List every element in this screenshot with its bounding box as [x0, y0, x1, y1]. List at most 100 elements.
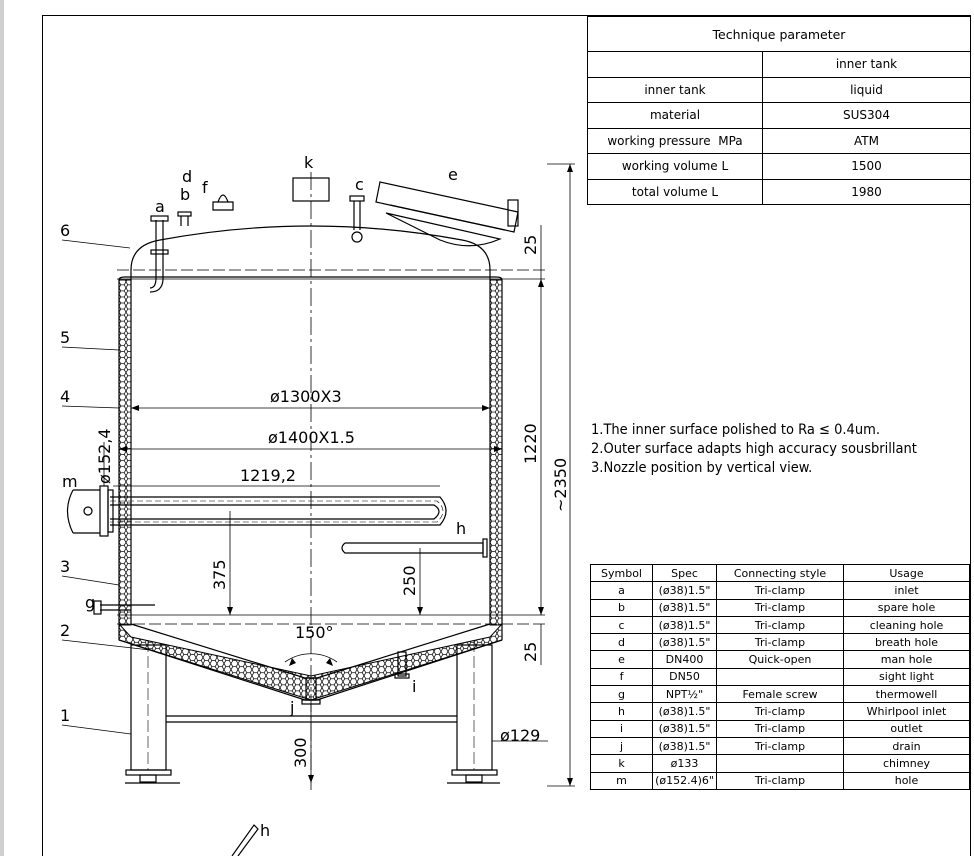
cell-spec: (ø38)1.5" — [652, 581, 717, 600]
dim-flange-diameter: ø152,4 — [95, 428, 114, 484]
technique-parameter-table: Technique parameter inner tank inner tan… — [587, 16, 971, 205]
param-label: inner tank — [587, 76, 763, 103]
dim-coil-length: 1219,2 — [240, 466, 296, 485]
cell-symbol: c — [590, 615, 653, 635]
part-label-3: 3 — [60, 557, 70, 576]
cell-spec: DN50 — [652, 667, 717, 687]
nozzle-label-b: b — [180, 185, 190, 204]
cell-connecting-style: Tri-clamp — [716, 736, 844, 756]
dim-shell-height: 1220 — [521, 423, 540, 464]
border-frame — [42, 15, 971, 856]
cell-usage: sight light — [843, 667, 970, 687]
nozzle-label-k: k — [304, 153, 314, 172]
cell-spec: ø133 — [652, 754, 717, 773]
dim-cone-angle: 150° — [295, 623, 334, 642]
cell-spec: NPT½" — [652, 685, 717, 704]
cell-usage: drain — [843, 736, 970, 756]
param-label: working volume L — [587, 153, 763, 180]
cell-connecting-style: Tri-clamp — [716, 633, 844, 652]
technical-notes: 1.The inner surface polished to Ra ≤ 0.4… — [591, 421, 917, 478]
cell-symbol: k — [590, 754, 653, 773]
cell-spec: (ø38)1.5" — [652, 702, 717, 721]
cell-usage: Whirlpool inlet — [843, 702, 970, 721]
param-value: 1500 — [762, 153, 971, 180]
note-line: 2.Outer surface adapts high accuracy sou… — [591, 441, 917, 457]
nozzle-label-j: j — [289, 698, 294, 717]
cell-connecting-style: Tri-clamp — [716, 719, 844, 738]
cell-symbol: e — [590, 650, 653, 669]
cell-spec: (ø38)1.5" — [652, 615, 717, 635]
cell-symbol: f — [590, 667, 653, 687]
cell-connecting-style — [716, 754, 844, 773]
param-column-header: inner tank — [762, 51, 971, 78]
param-value: 1980 — [762, 178, 971, 205]
param-empty-cell — [587, 51, 763, 78]
cell-spec: DN400 — [652, 650, 717, 669]
dim-leg-height: 300 — [291, 737, 310, 768]
note-line: 1.The inner surface polished to Ra ≤ 0.4… — [591, 422, 880, 438]
cell-symbol: b — [590, 598, 653, 617]
cell-symbol: i — [590, 719, 653, 738]
dim-coil-height: 375 — [210, 559, 229, 590]
cell-usage: breath hole — [843, 633, 970, 652]
nozzle-label-i: i — [412, 677, 416, 696]
nozzle-label-e: e — [448, 165, 458, 184]
nozzle-table-header: Symbol Spec Connecting style Usage — [590, 563, 970, 583]
header-connecting-style: Connecting style — [716, 563, 844, 583]
cell-usage: inlet — [843, 581, 970, 600]
note-line: 3.Nozzle position by vertical view. — [591, 460, 813, 476]
part-label-4: 4 — [60, 387, 70, 406]
cell-connecting-style — [716, 667, 844, 687]
cell-symbol: h — [590, 702, 653, 721]
param-label: material — [587, 102, 763, 129]
param-value: SUS304 — [762, 102, 971, 129]
dim-outer-diameter: ø1400X1.5 — [268, 428, 355, 447]
cell-symbol: d — [590, 633, 653, 652]
nozzle-label-a: a — [155, 197, 165, 216]
dim-bottom-gap: 25 — [521, 642, 540, 662]
technique-title: Technique parameter — [587, 16, 971, 52]
cell-spec: (ø152.4)6" — [652, 771, 717, 790]
nozzle-label-f: f — [202, 178, 208, 197]
nozzle-label-d: d — [182, 167, 192, 186]
nozzle-label-h: h — [456, 519, 466, 538]
cell-usage: thermowell — [843, 685, 970, 704]
part-label-1: 1 — [60, 706, 70, 725]
nozzle-table: Symbol Spec Connecting style Usage a(ø38… — [590, 563, 970, 790]
cell-connecting-style: Tri-clamp — [716, 615, 844, 635]
cell-symbol: j — [590, 736, 653, 756]
header-usage: Usage — [843, 563, 970, 583]
cell-spec: (ø38)1.5" — [652, 633, 717, 652]
cell-symbol: m — [590, 771, 653, 790]
dim-top-gap: 25 — [521, 235, 540, 255]
param-value: ATM — [762, 127, 971, 154]
cell-usage: chimney — [843, 754, 970, 773]
cell-symbol: a — [590, 581, 653, 600]
cell-connecting-style: Female screw — [716, 685, 844, 704]
nozzle-label-g: g — [85, 593, 95, 612]
cell-symbol: g — [590, 685, 653, 704]
cell-connecting-style: Tri-clamp — [716, 581, 844, 600]
tank-geometry — [61, 163, 575, 856]
cell-spec: (ø38)1.5" — [652, 736, 717, 756]
cell-connecting-style: Tri-clamp — [716, 771, 844, 790]
dim-leg-diameter: ø129 — [500, 726, 540, 745]
cell-connecting-style: Tri-clamp — [716, 702, 844, 721]
nozzle-label-h-bottom: h — [260, 821, 270, 840]
part-label-6: 6 — [60, 221, 70, 240]
cell-usage: cleaning hole — [843, 615, 970, 635]
cell-spec: (ø38)1.5" — [652, 598, 717, 617]
